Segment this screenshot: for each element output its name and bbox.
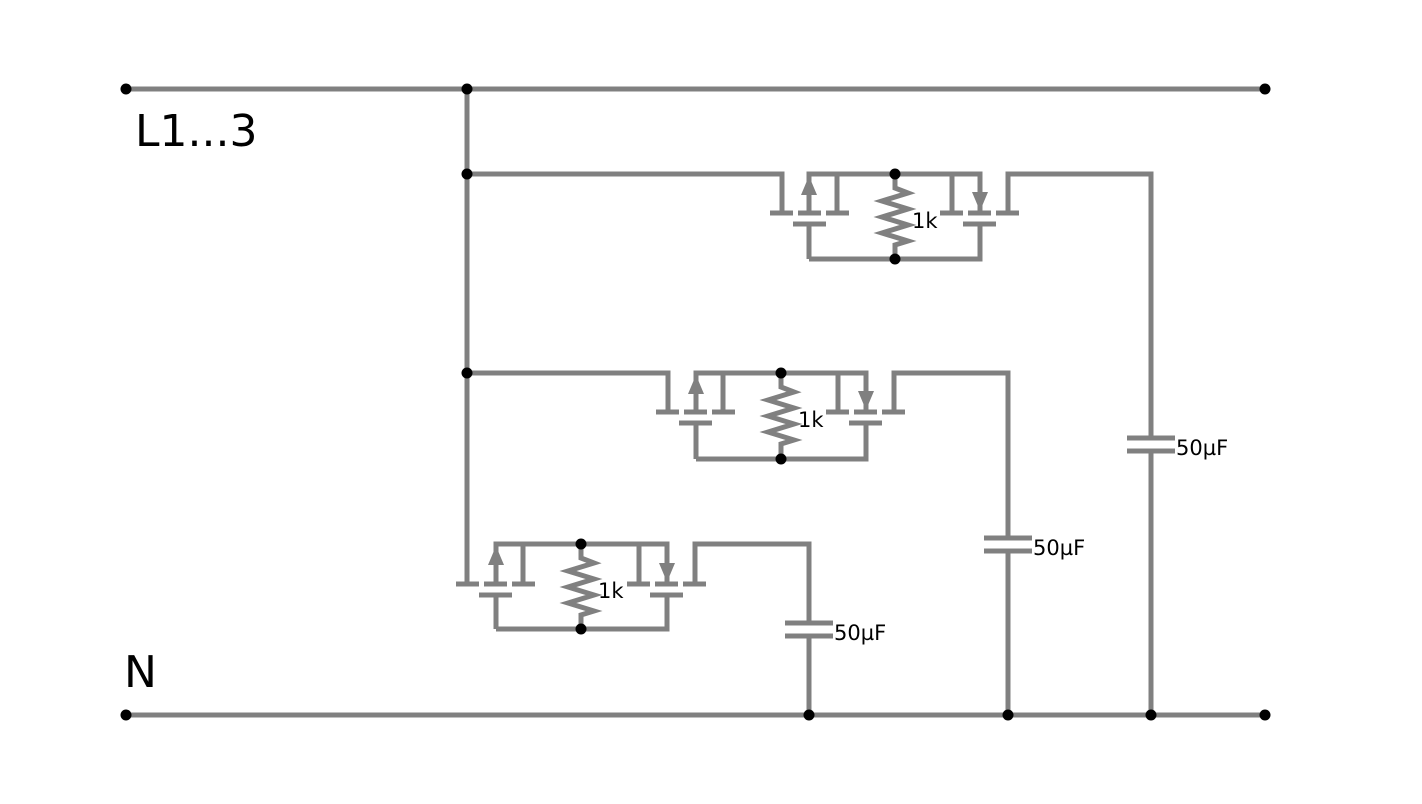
terminal-l-right (1259, 83, 1271, 95)
capacitor-1: 50µF (1120, 435, 1228, 460)
junction-dot (461, 83, 473, 95)
resistor-3: 1k (559, 544, 624, 629)
capacitor-3: 50µF (778, 620, 886, 645)
junction-dot (803, 709, 815, 721)
neutral-rail-label: N (124, 647, 157, 698)
capacitor-1-value: 50µF (1176, 436, 1228, 460)
junction-dot (775, 453, 787, 465)
capacitor-2: 50µF (977, 535, 1085, 560)
junctions (120, 83, 1271, 721)
resistor-3-value: 1k (598, 579, 624, 603)
stage-3: 1k 50µF (456, 541, 886, 715)
junction-dot (1145, 709, 1157, 721)
junction-dot (889, 253, 901, 265)
terminal-n-right (1259, 709, 1271, 721)
line-rail-label: L1...3 (135, 106, 257, 157)
terminal-l-left (120, 83, 132, 95)
resistor-2: 1k (759, 373, 824, 459)
terminal-n-left (120, 709, 132, 721)
stage-1: 1k 50µF (467, 171, 1228, 715)
junction-dot (889, 168, 901, 180)
junction-dot (575, 623, 587, 635)
resistor-1-value: 1k (912, 209, 938, 233)
junction-dot (775, 367, 787, 379)
capacitor-2-value: 50µF (1033, 536, 1085, 560)
mosfet-2a (656, 370, 781, 459)
mosfet-1a (770, 171, 895, 259)
resistor-2-value: 1k (798, 408, 824, 432)
mosfet-3a (456, 541, 581, 629)
junction-dot (1002, 709, 1014, 721)
junction-dot (575, 538, 587, 550)
junction-dot (461, 367, 473, 379)
stage-2: 1k 50µF (467, 370, 1085, 715)
junction-dot (461, 168, 473, 180)
mosfet-1b (809, 171, 1019, 262)
capacitor-3-value: 50µF (834, 621, 886, 645)
resistor-1: 1k (873, 174, 938, 259)
